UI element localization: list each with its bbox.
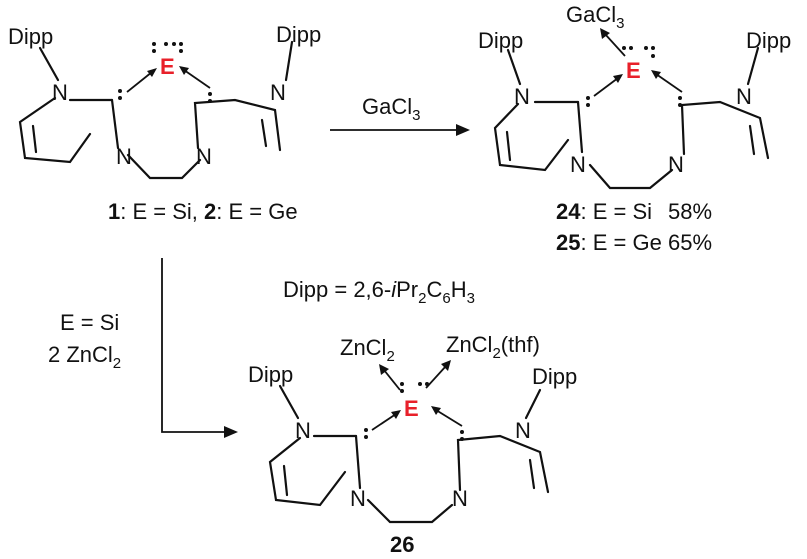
compound-ga: Dipp Dipp N N N N E GaCl3	[478, 2, 791, 190]
compound-zn: Dipp Dipp N N N N E ZnCl2 ZnCl2(thf)	[248, 332, 577, 524]
dipp-definition: Dipp = 2,6-iPr2C6H3	[283, 277, 475, 307]
dative-arrow	[435, 409, 463, 427]
n-atom: N	[116, 144, 132, 169]
dipp-label-left: Dipp	[248, 362, 293, 387]
dipp-label-left: Dipp	[8, 24, 53, 49]
dipp-label-right: Dipp	[276, 22, 321, 47]
dative-arrow	[371, 413, 397, 431]
zncl2-thf-label: ZnCl2(thf)	[446, 332, 540, 362]
dative-arrow	[593, 77, 619, 97]
n-atom: N	[668, 152, 684, 177]
reagent-zn-line1: E = Si	[60, 310, 119, 335]
compound-start: Dipp Dipp N N N N E	[8, 22, 321, 180]
dipp-label-right: Dipp	[532, 364, 577, 389]
central-element-e: E	[404, 396, 419, 421]
n-atom: N	[295, 418, 311, 443]
caption-zn: 26	[390, 532, 414, 557]
central-element-e: E	[160, 54, 175, 79]
n-atom: N	[514, 84, 530, 109]
dative-arrow	[425, 365, 447, 389]
dipp-label-right: Dipp	[746, 28, 791, 53]
dative-arrow	[126, 71, 153, 93]
dipp-label-left: Dipp	[478, 28, 523, 53]
caption-start: 1: E = Si, 2: E = Ge	[108, 199, 298, 224]
n-atom: N	[52, 80, 68, 105]
gacl3-label: GaCl3	[566, 2, 624, 32]
n-atom: N	[452, 486, 468, 511]
n-atom: N	[350, 486, 366, 511]
zncl2-label: ZnCl2	[340, 335, 395, 365]
n-atom: N	[570, 152, 586, 177]
n-atom: N	[515, 418, 531, 443]
n-atom: N	[270, 80, 286, 105]
reagent-zn-line2: 2 ZnCl2	[48, 342, 121, 372]
dative-arrow	[604, 33, 626, 57]
reagent-ga: GaCl3	[362, 94, 420, 124]
n-atom: N	[736, 84, 752, 109]
dative-arrow	[383, 369, 401, 391]
dative-arrow	[183, 69, 211, 89]
dative-arrow	[655, 73, 683, 93]
central-element-e: E	[626, 58, 641, 83]
n-atom: N	[196, 144, 212, 169]
reaction-arrow-zn	[161, 258, 228, 433]
